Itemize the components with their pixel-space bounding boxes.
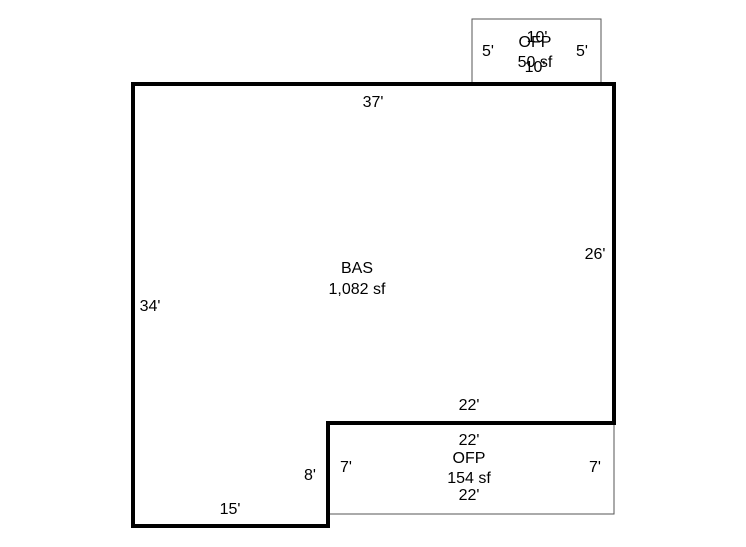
ofp-top-bottom-dimension: 10' bbox=[525, 59, 546, 76]
bas-step-side-dimension: 8' bbox=[304, 467, 316, 484]
bas-left-dimension: 34' bbox=[140, 298, 161, 315]
ofp-top-area-label: 50 sf bbox=[518, 54, 553, 71]
ofp-bottom-name-label: OFP bbox=[453, 450, 486, 467]
bas-outline bbox=[131, 82, 616, 528]
ofp-top-right-dimension: 5' bbox=[576, 43, 588, 60]
bas-name-label: BAS bbox=[341, 260, 373, 277]
bas-bottom-dimension: 15' bbox=[220, 501, 241, 518]
ofp-top-top-dimension: 10' bbox=[527, 29, 548, 46]
ofp-bottom-bottom-dimension: 22' bbox=[459, 487, 480, 504]
ofp-bottom-right-dimension: 7' bbox=[589, 459, 601, 476]
ofp-bottom-area-label: 154 sf bbox=[447, 470, 491, 487]
ofp-top-left-dimension: 5' bbox=[482, 43, 494, 60]
ofp-bottom-left-dimension: 7' bbox=[340, 459, 352, 476]
ofp-bottom-top-dimension: 22' bbox=[459, 432, 480, 449]
bas-area-label: 1,082 sf bbox=[329, 281, 386, 298]
bas-step-top-dimension: 22' bbox=[459, 397, 480, 414]
bas-right-dimension: 26' bbox=[585, 246, 606, 263]
ofp-top-name-label: OFP bbox=[519, 34, 552, 51]
bas-top-dimension: 37' bbox=[363, 94, 384, 111]
